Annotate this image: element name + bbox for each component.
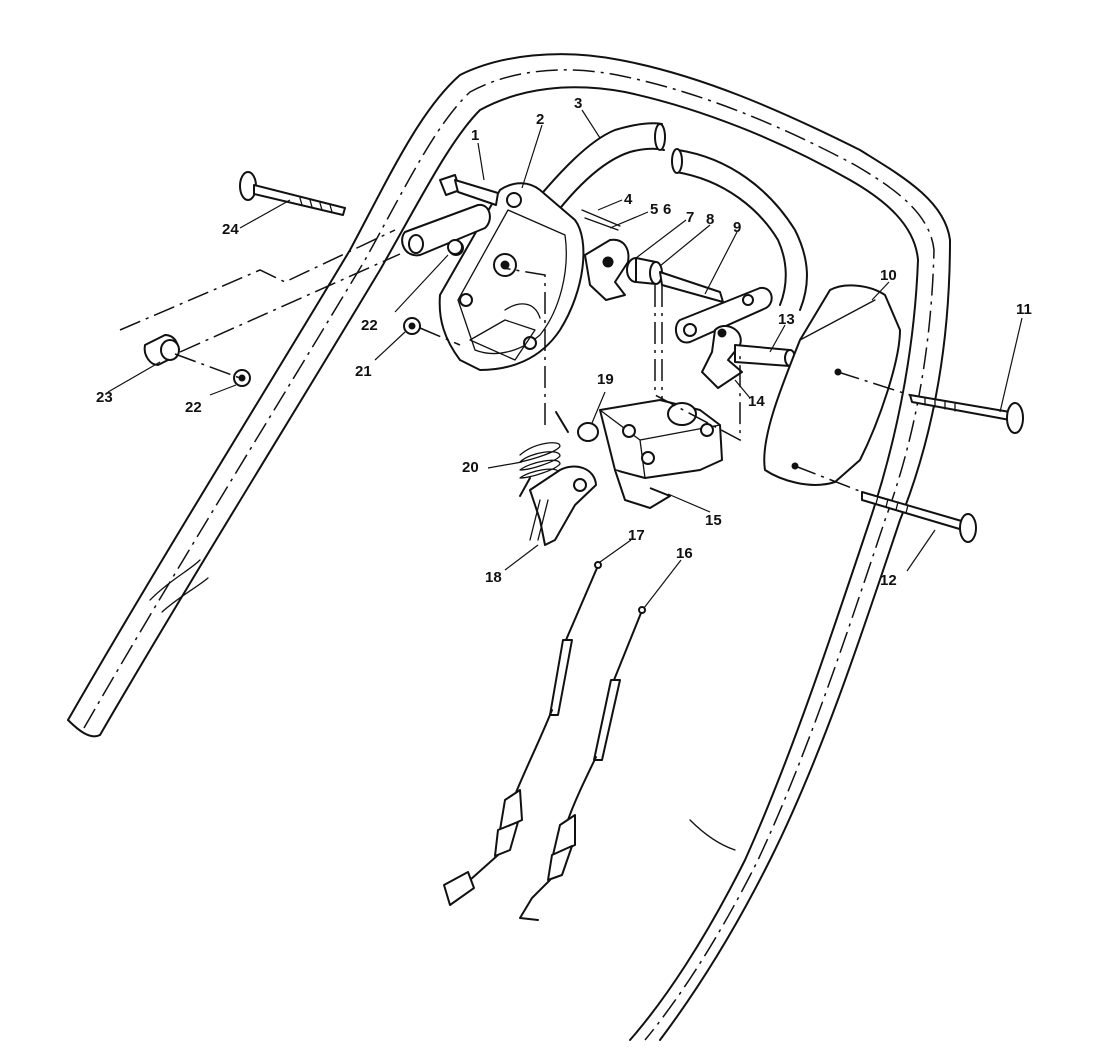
leader-lines	[107, 109, 1023, 609]
carriage-bolt-12	[861, 491, 977, 543]
callout-11: 11	[1016, 301, 1032, 318]
bushing	[626, 257, 663, 285]
callout-13: 13	[778, 311, 795, 328]
spring	[519, 411, 569, 497]
callout-14: 14	[748, 393, 765, 410]
assembly-lines	[119, 229, 911, 493]
callout-10: 10	[880, 267, 897, 284]
callout-22-upper: 22	[361, 317, 378, 334]
callout-15: 15	[705, 512, 722, 529]
callout-22-lower: 22	[185, 399, 202, 416]
callout-23: 23	[96, 389, 113, 406]
ratchet-pawl	[581, 209, 630, 301]
callout-19: 19	[597, 371, 614, 388]
callout-18: 18	[485, 569, 502, 586]
callout-9: 9	[733, 219, 741, 236]
bolt-1	[439, 174, 499, 206]
callout-8: 8	[706, 211, 714, 228]
callout-1: 1	[471, 127, 479, 144]
callout-7: 7	[686, 209, 694, 226]
callout-3: 3	[574, 95, 582, 112]
callout-17: 17	[628, 527, 645, 544]
pivot-stud	[143, 334, 180, 366]
callout-20: 20	[462, 459, 479, 476]
callout-16: 16	[676, 545, 693, 562]
nut-22-lower-hole	[238, 374, 246, 382]
cable-17	[443, 561, 602, 906]
callout-6: 6	[663, 201, 671, 218]
washer	[577, 422, 599, 442]
callout-2: 2	[536, 111, 544, 128]
callout-21: 21	[355, 363, 372, 380]
cable-16	[519, 606, 646, 921]
nut-21-hole	[408, 322, 416, 330]
upper-handle-bar	[519, 122, 808, 311]
callout-24: 24	[222, 221, 239, 238]
carriage-bolt-24	[239, 171, 346, 216]
callout-5: 5	[650, 201, 658, 218]
control-lever	[529, 465, 597, 546]
lower-handle-tube	[67, 53, 951, 1041]
nut-22-upper	[447, 239, 463, 255]
right-lever-arm	[674, 286, 797, 389]
carriage-bolt-11	[909, 394, 1024, 434]
pivot-link	[401, 203, 491, 257]
bracket	[599, 399, 723, 509]
callout-4: 4	[624, 191, 633, 208]
callout-labels: 1 2 3 4 5 6 7 8 9 10 11 12 13 14 15 16 1…	[96, 95, 1032, 589]
control-housing	[438, 182, 585, 371]
callout-12: 12	[880, 572, 897, 589]
